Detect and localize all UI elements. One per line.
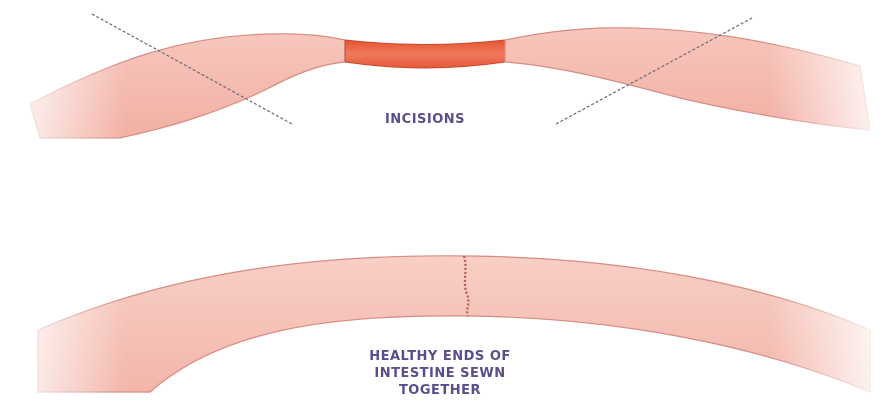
- sewn-together-label-line-3: TOGETHER: [300, 382, 580, 399]
- intestine-before: [0, 0, 894, 170]
- edge-fade-top: [0, 0, 894, 170]
- sewn-together-label: HEALTHY ENDS OF INTESTINE SEWN TOGETHER: [300, 348, 580, 399]
- sewn-together-label-line-2: INTESTINE SEWN: [300, 365, 580, 382]
- incisions-label: INCISIONS: [340, 112, 510, 128]
- sewn-together-label-line-1: HEALTHY ENDS OF: [300, 348, 580, 365]
